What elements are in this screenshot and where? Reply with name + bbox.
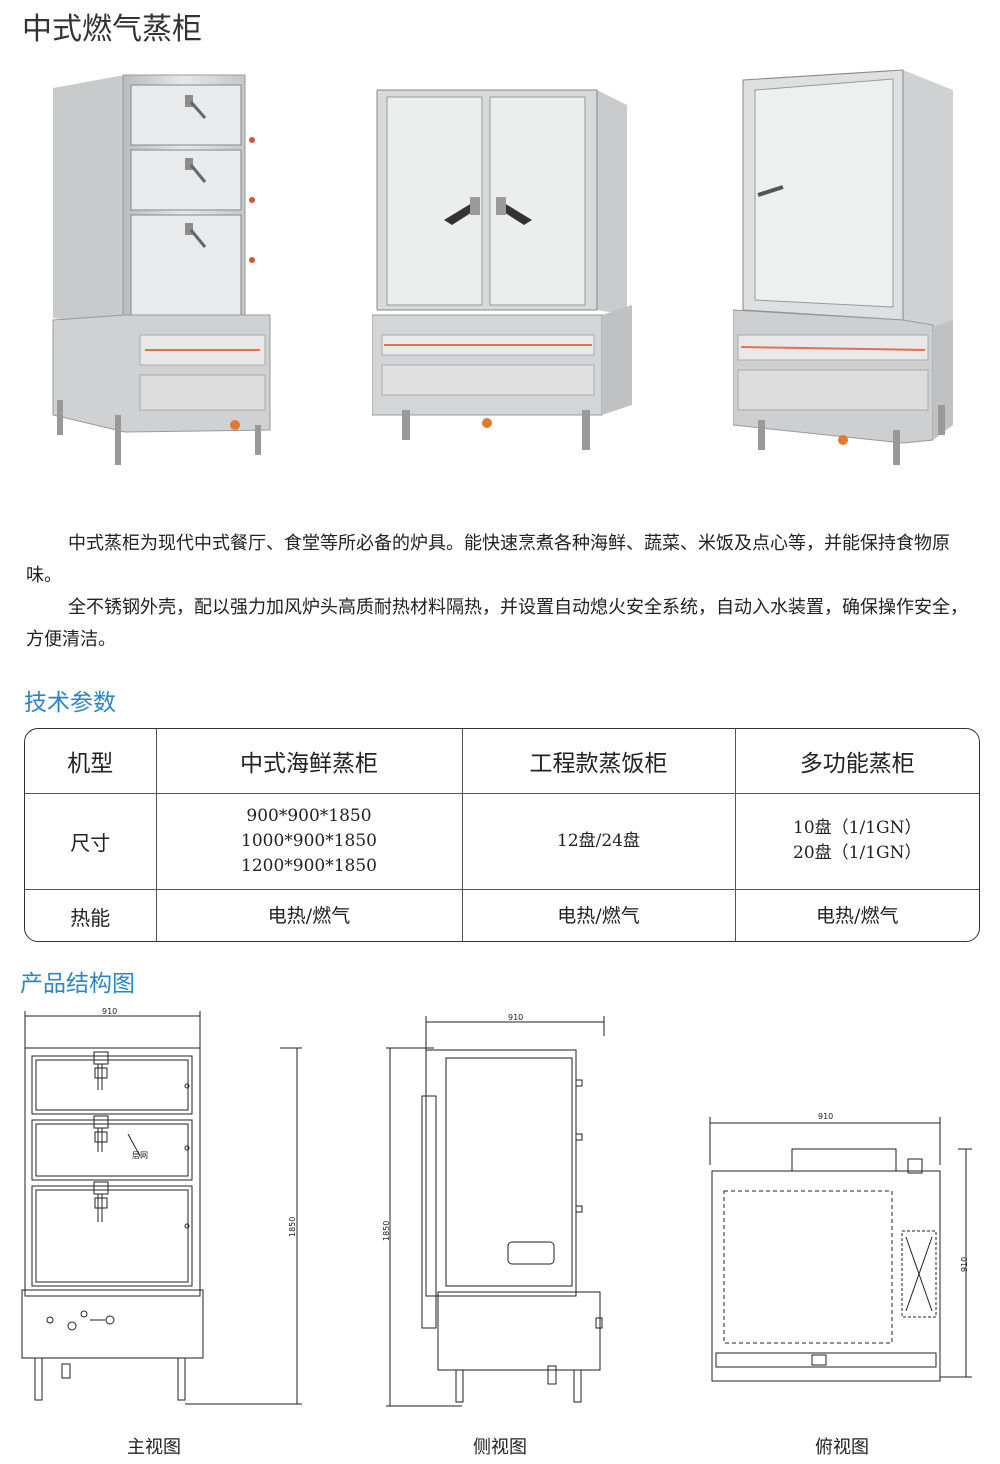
size-seafood-line: 1000*900*1850 — [241, 830, 377, 851]
side-height-dim: 1850 — [382, 1221, 391, 1241]
size-multi-line: 20盘（1/1GN） — [793, 843, 922, 863]
product-photo-three-drawer — [45, 70, 280, 470]
size-seafood: 900*900*1850 1000*900*1850 1200*900*1850 — [155, 792, 463, 890]
structure-section-title: 产品结构图 — [20, 971, 135, 997]
size-label: 尺寸 — [25, 792, 157, 890]
side-width-dim: 910 — [508, 1013, 523, 1022]
side-view-drawing: 910 1850 — [382, 1013, 605, 1407]
intro-paragraph-1: 中式蒸柜为现代中式餐厅、食堂等所必备的炉具。能快速烹煮各种海鲜、蔬菜、米饭及点心… — [26, 533, 950, 586]
energy-multi: 电热/燃气 — [734, 888, 979, 941]
size-multi-line: 10盘（1/1GN） — [793, 818, 922, 838]
page-title: 中式燃气蒸柜 — [22, 12, 202, 47]
intro-text: 中式蒸柜为现代中式餐厅、食堂等所必备的炉具。能快速烹煮各种海鲜、蔬菜、米饭及点心… — [26, 528, 984, 656]
spec-energy-row: 热能 电热/燃气 电热/燃气 电热/燃气 — [25, 888, 979, 941]
top-view-drawing: 910 910 — [709, 1112, 972, 1382]
header-rice-steamer: 工程款蒸饭柜 — [461, 729, 736, 794]
product-photo-double-door — [372, 85, 637, 465]
spec-header-row: 机型 中式海鲜蒸柜 工程款蒸饭柜 多功能蒸柜 — [25, 729, 979, 794]
size-seafood-line: 900*900*1850 — [246, 805, 372, 826]
spec-size-row: 尺寸 900*900*1850 1000*900*1850 1200*900*1… — [25, 792, 979, 890]
front-height-dim: 1850 — [288, 1217, 297, 1237]
spec-section-title: 技术参数 — [24, 690, 116, 716]
product-photo-single-door — [733, 65, 958, 470]
energy-label: 热能 — [25, 888, 157, 941]
side-view-caption: 侧视图 — [473, 1437, 527, 1458]
intro-paragraph-2: 全不锈钢外壳，配以强力加风炉头高质耐热材料隔热，并设置自动熄火安全系统，自动入水… — [26, 597, 968, 650]
top-width-dim: 910 — [818, 1112, 833, 1121]
front-view-drawing: 910 层网 1850 — [21, 1008, 302, 1405]
shelf-label: 层网 — [132, 1151, 148, 1160]
header-seafood-steamer: 中式海鲜蒸柜 — [155, 729, 463, 794]
front-width-dim: 910 — [102, 1008, 117, 1016]
header-model: 机型 — [25, 729, 157, 794]
top-depth-dim: 910 — [960, 1257, 969, 1272]
size-multi: 10盘（1/1GN） 20盘（1/1GN） — [734, 792, 979, 890]
energy-rice: 电热/燃气 — [461, 888, 736, 941]
energy-seafood: 电热/燃气 — [155, 888, 463, 941]
size-rice: 12盘/24盘 — [461, 792, 736, 890]
front-view-caption: 主视图 — [127, 1437, 181, 1458]
size-seafood-line: 1200*900*1850 — [241, 855, 377, 876]
top-view-caption: 俯视图 — [815, 1437, 869, 1458]
spec-table: 机型 中式海鲜蒸柜 工程款蒸饭柜 多功能蒸柜 尺寸 900*900*1850 1… — [24, 728, 980, 942]
header-multi-steamer: 多功能蒸柜 — [734, 729, 979, 794]
